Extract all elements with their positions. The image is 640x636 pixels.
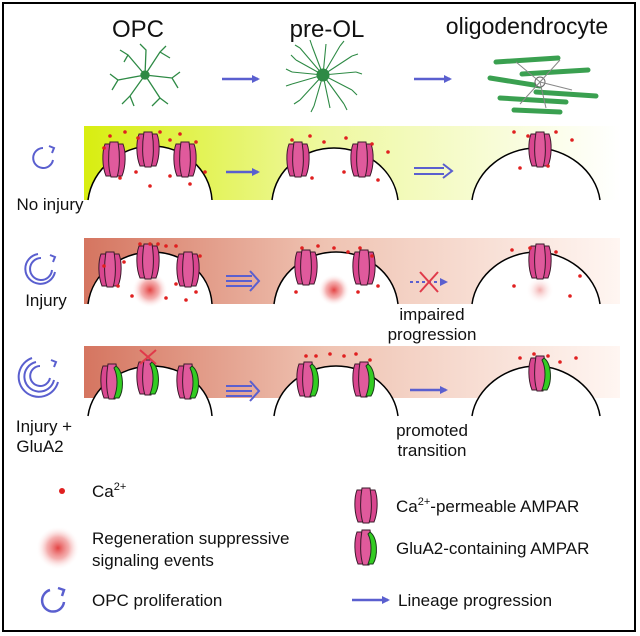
arrow-no-injury-2 bbox=[414, 163, 454, 179]
legend-lineage-label: Lineage progression bbox=[398, 591, 552, 610]
opc-cell-icon bbox=[109, 43, 181, 107]
calcium-dots-row2 bbox=[102, 242, 582, 302]
row-label-injury-glua2-line1: Injury + bbox=[16, 417, 72, 436]
legend-calcium-dot bbox=[59, 488, 65, 494]
legend-calcium-label: Ca2+ bbox=[92, 481, 126, 501]
note-promoted-line1: promoted bbox=[396, 421, 468, 440]
arrow-injury-1 bbox=[226, 270, 261, 292]
row-label-injury-glua2-line2: GluA2 bbox=[16, 437, 63, 456]
proliferation-icon-injury-glua2 bbox=[17, 357, 59, 398]
legend-regen-line1: Regeneration suppressive bbox=[92, 529, 290, 548]
row-label-no-injury: No injury bbox=[16, 195, 84, 214]
cell-no-injury-oligo bbox=[471, 131, 601, 201]
cell-injury-opc bbox=[87, 243, 213, 308]
note-impaired-line2: progression bbox=[388, 325, 477, 344]
cell-no-injury-opc bbox=[87, 131, 213, 201]
legend-glua2-ampar-label: GluA2-containing AMPAR bbox=[396, 539, 589, 558]
cell-injury-oligo bbox=[471, 243, 601, 305]
note-impaired-line1: impaired bbox=[399, 305, 464, 324]
cell-glua2-oligo bbox=[471, 355, 601, 417]
calcium-dots-row3 bbox=[304, 352, 578, 364]
cell-glua2-opc bbox=[87, 349, 213, 417]
cell-injury-preol bbox=[273, 249, 399, 306]
legend-regen-line2: signaling events bbox=[92, 551, 214, 570]
legend-proliferation-label: OPC proliferation bbox=[92, 591, 222, 610]
legend-glua2-ampar-icon bbox=[354, 529, 377, 566]
cell-no-injury-preol bbox=[271, 141, 399, 201]
legend-proliferation-icon bbox=[40, 586, 66, 613]
cell-glua2-preol bbox=[273, 361, 399, 417]
stage-title-opc: OPC bbox=[112, 16, 164, 43]
note-promoted-line2: transition bbox=[398, 441, 467, 460]
pre-ol-cell-icon bbox=[285, 39, 363, 113]
legend-regen-glow bbox=[36, 526, 80, 570]
stage-title-oligodendrocyte: oligodendrocyte bbox=[446, 13, 608, 39]
calcium-dots-row1 bbox=[102, 130, 574, 188]
proliferation-icon-injury bbox=[24, 253, 57, 285]
arrow-glua2-1 bbox=[226, 380, 261, 402]
oligodendrocyte-cell-icon bbox=[487, 55, 599, 115]
row-label-injury: Injury bbox=[25, 291, 67, 310]
arrow-injury-blocked bbox=[410, 271, 448, 293]
legend-ca-ampar-icon bbox=[354, 487, 378, 524]
proliferation-icon-no-injury bbox=[32, 145, 56, 169]
legend-ca-ampar-label: Ca2+-permeable AMPAR bbox=[396, 496, 579, 516]
stage-title-pre-ol: pre-OL bbox=[290, 16, 365, 43]
